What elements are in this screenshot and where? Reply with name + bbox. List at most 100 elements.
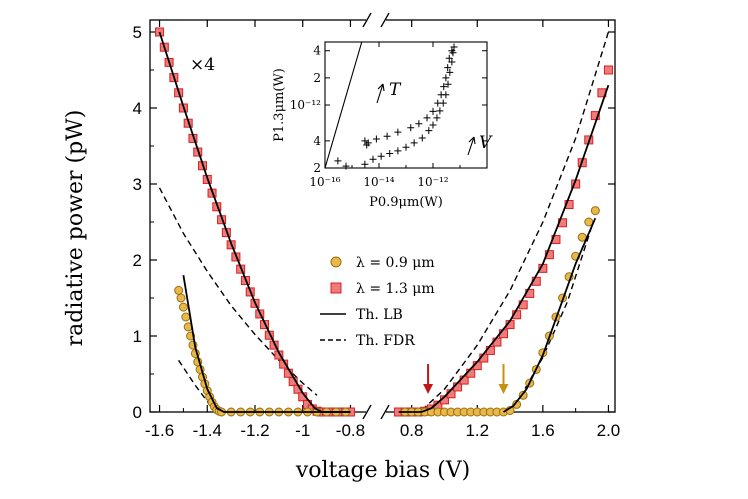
inset-y-tick-label: 10⁻¹²: [290, 98, 321, 112]
inset-y-tick-label: 4: [313, 134, 321, 148]
inset-data-point: [402, 143, 410, 151]
inset-data-point: [429, 121, 437, 129]
inset-v-arrow: [467, 136, 476, 156]
x-axis-label: voltage bias (V): [295, 458, 470, 483]
inset-data-point: [407, 124, 415, 132]
inset-data-point: [442, 74, 450, 82]
data-point-0-9um: [590, 206, 600, 216]
axis-break-mark: [362, 404, 372, 420]
data-point-0-9um: [174, 285, 184, 295]
inset-data-point: [383, 132, 391, 140]
inset-label-t: T: [389, 80, 402, 100]
inset-data-point: [429, 107, 437, 115]
data-point-0-9um: [181, 312, 191, 322]
inset-data-point: [444, 80, 452, 88]
inset-data-point: [394, 128, 402, 136]
inset-data-point: [410, 139, 418, 147]
threshold-arrow-head: [498, 384, 509, 394]
x-tick-label: 1.6: [531, 421, 555, 440]
data-point-0-9um: [176, 293, 186, 303]
inset-data-point: [446, 68, 454, 76]
y-axis-label: radiative power (pW): [63, 110, 88, 347]
inset-t-arrow: [376, 83, 385, 104]
y-tick-label: 1: [133, 327, 142, 346]
legend-marker-square: [330, 282, 342, 294]
inset-y-axis-label: P1.3μm(W): [272, 68, 287, 142]
inset-data-point: [449, 49, 457, 57]
inset-x-tick-label: 10⁻¹²: [417, 175, 448, 189]
inset-data-point: [450, 43, 458, 51]
inset-t-line: [324, 41, 363, 169]
data-point-1-3um: [603, 65, 613, 75]
y-tick-label: 2: [133, 251, 142, 270]
inset-x-tick-label: 10⁻¹⁴: [363, 175, 394, 189]
inset-data-point: [423, 114, 431, 122]
data-point-1-3um: [590, 111, 600, 121]
data-point-1-3um: [466, 368, 476, 378]
x-tick-label: 2.0: [597, 421, 621, 440]
inset-label-v: V: [479, 133, 493, 153]
inset-data-point: [418, 134, 426, 142]
x-tick-label: 1.2: [465, 421, 489, 440]
data-point-1-3um: [564, 200, 574, 210]
legend-label: Th. LB: [356, 307, 403, 323]
theory-fdr-curve: [411, 31, 610, 413]
inset-y-tick-label: 2: [313, 71, 321, 85]
y-tick-label: 4: [133, 99, 142, 118]
chart-text: radiative power (pW) voltage bias (V) ×4: [63, 55, 470, 483]
theory-fdr-curve: [178, 359, 215, 413]
x-tick-label: -1.4: [193, 421, 222, 440]
axis-break-mark: [362, 12, 372, 28]
inset-data-point: [361, 160, 369, 168]
theory-lb-curve: [158, 31, 351, 413]
inset-data-point: [415, 120, 423, 128]
data-point-0-9um: [178, 302, 188, 312]
y-tick-label: 0: [133, 403, 142, 422]
inset-data-point: [448, 58, 456, 66]
inset-y-tick-label: 4: [313, 44, 321, 58]
x-tick-label: 0.8: [400, 421, 424, 440]
y-tick-label: 5: [133, 23, 142, 42]
axis-break-mark: [380, 404, 390, 420]
inset-data-point: [433, 114, 441, 122]
inset-data-point: [342, 162, 350, 170]
x-tick-label: -1: [295, 421, 310, 440]
inset-data-point: [377, 152, 385, 160]
inset-x-tick-label: 10⁻¹⁶: [309, 175, 340, 189]
inset-data-point: [394, 147, 402, 155]
inset-data-point: [442, 91, 450, 99]
inset-x-axis-label: P0.9μm(W): [369, 195, 443, 210]
theory-fdr-curve: [158, 187, 318, 396]
axis-break-mark: [380, 12, 390, 28]
inset-y-tick-label: 2: [313, 161, 321, 175]
data-point-1-3um: [544, 250, 554, 260]
theory-lb-curve: [503, 217, 597, 413]
inset-data-point: [334, 157, 342, 165]
x-tick-label: -1.2: [240, 421, 269, 440]
inset-data-point: [436, 107, 444, 115]
theory-lb-curve: [398, 84, 610, 413]
legend-label: λ = 0.9 μm: [356, 255, 435, 271]
legend-marker-circle: [330, 256, 342, 268]
inset-data-point: [440, 83, 448, 91]
x-tick-label: -1.6: [145, 421, 174, 440]
inset-data-point: [444, 64, 452, 72]
legend-label: λ = 1.3 μm: [356, 281, 435, 297]
inset-data-point: [372, 135, 380, 143]
scale-annotation: ×4: [190, 55, 215, 75]
inset-data-point: [425, 127, 433, 135]
y-tick-label: 3: [133, 175, 142, 194]
theory-lb-curve: [182, 275, 351, 413]
inset-data-point: [364, 139, 372, 147]
axis-break-gap: [366, 409, 386, 415]
inset-data-point: [445, 54, 453, 62]
legend-label: Th. FDR: [356, 333, 415, 349]
inset-data-point: [439, 99, 447, 107]
axis-break-gap: [366, 17, 386, 23]
inset-data-point: [369, 155, 377, 163]
inset-data-point: [386, 149, 394, 157]
threshold-arrow-head: [423, 384, 434, 394]
